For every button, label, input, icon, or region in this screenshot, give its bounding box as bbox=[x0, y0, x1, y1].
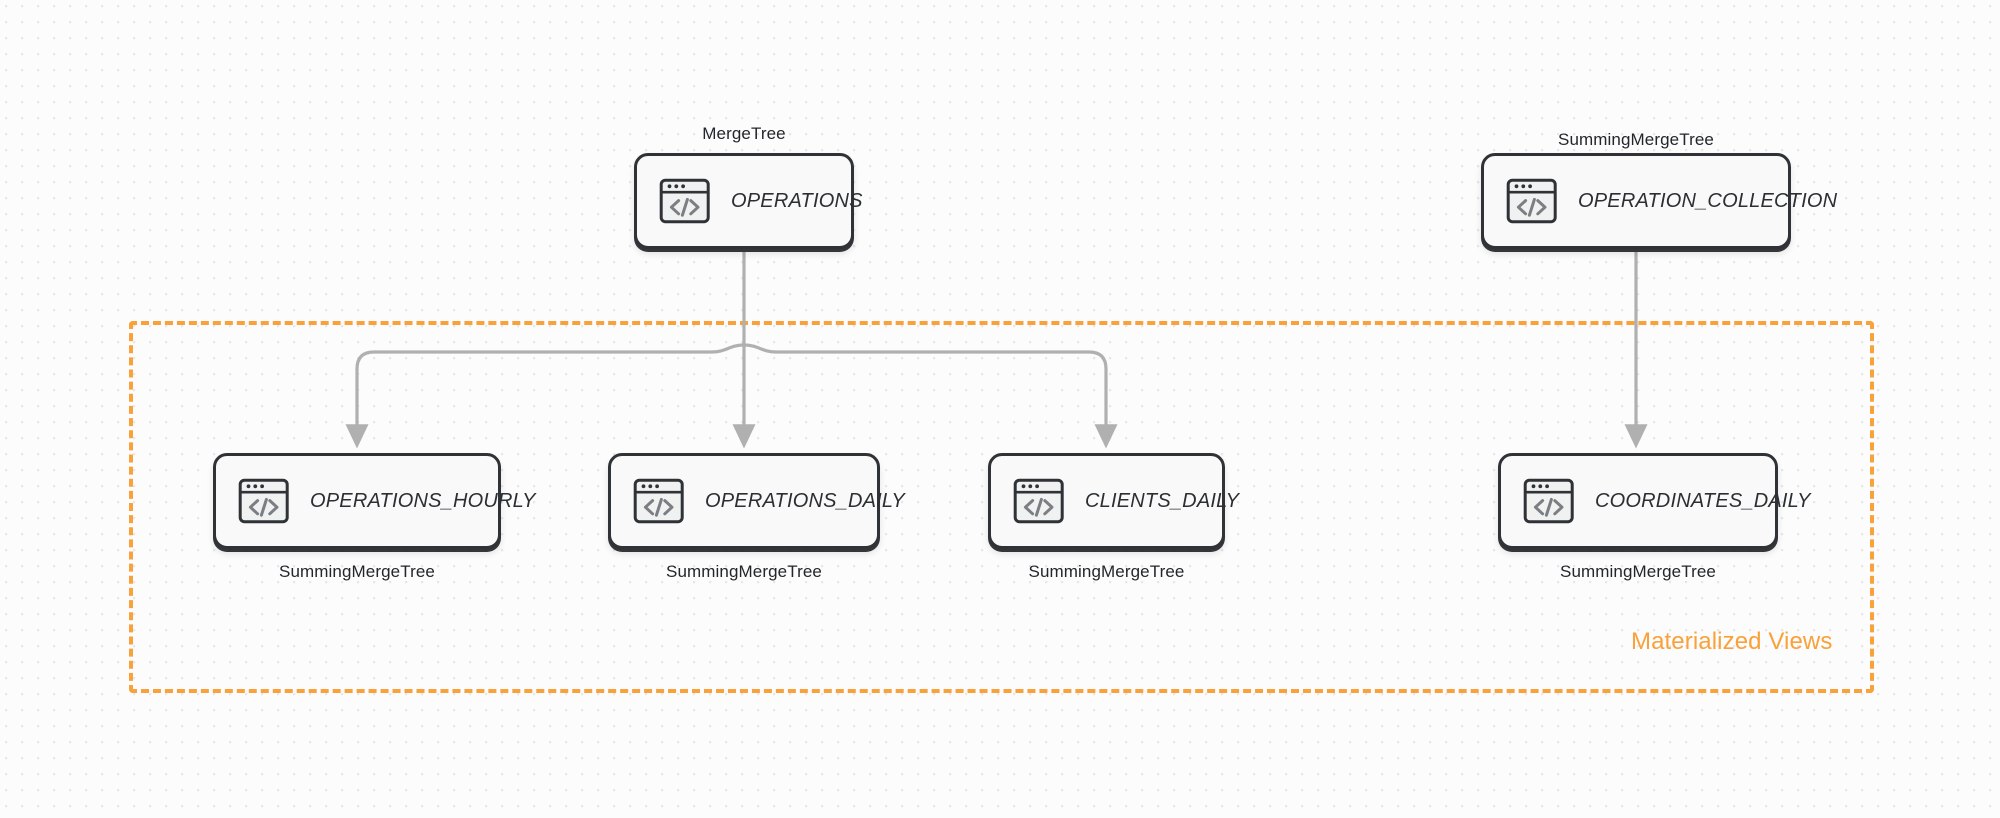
materialized-views-group-label: Materialized Views bbox=[1631, 628, 1833, 655]
code-window-icon bbox=[1506, 178, 1557, 224]
caption-operations-engine: MergeTree bbox=[702, 124, 786, 143]
code-window-icon bbox=[1523, 478, 1574, 524]
node-operation-collection[interactable]: OPERATION_COLLECTION bbox=[1481, 153, 1837, 249]
caption-coordinates-daily-engine: SummingMergeTree bbox=[1560, 562, 1716, 581]
node-clients-daily-label: CLIENTS_DAILY bbox=[1085, 489, 1240, 512]
code-window-icon bbox=[238, 478, 289, 524]
node-operations-hourly[interactable]: OPERATIONS_HOURLY bbox=[213, 453, 535, 549]
code-window-icon bbox=[1013, 478, 1064, 524]
code-window-icon bbox=[659, 178, 710, 224]
node-operation-collection-label: OPERATION_COLLECTION bbox=[1578, 189, 1838, 212]
node-operations-label: OPERATIONS bbox=[731, 189, 863, 212]
caption-clients-daily-engine: SummingMergeTree bbox=[1028, 562, 1185, 581]
node-operations-daily-label: OPERATIONS_DAILY bbox=[705, 489, 905, 512]
caption-operation-collection-engine: SummingMergeTree bbox=[1558, 130, 1714, 149]
node-operations-hourly-label: OPERATIONS_HOURLY bbox=[310, 489, 536, 512]
node-operations[interactable]: OPERATIONS bbox=[634, 153, 862, 249]
code-window-icon bbox=[633, 478, 684, 524]
caption-operations-hourly-engine: SummingMergeTree bbox=[279, 562, 435, 581]
caption-operations-daily-engine: SummingMergeTree bbox=[666, 562, 822, 581]
node-operations-daily[interactable]: OPERATIONS_DAILY bbox=[608, 453, 905, 549]
materialized-views-group bbox=[129, 321, 1874, 693]
node-coordinates-daily-label: COORDINATES_DAILY bbox=[1595, 489, 1811, 512]
node-coordinates-daily[interactable]: COORDINATES_DAILY bbox=[1498, 453, 1810, 549]
node-clients-daily[interactable]: CLIENTS_DAILY bbox=[988, 453, 1239, 549]
